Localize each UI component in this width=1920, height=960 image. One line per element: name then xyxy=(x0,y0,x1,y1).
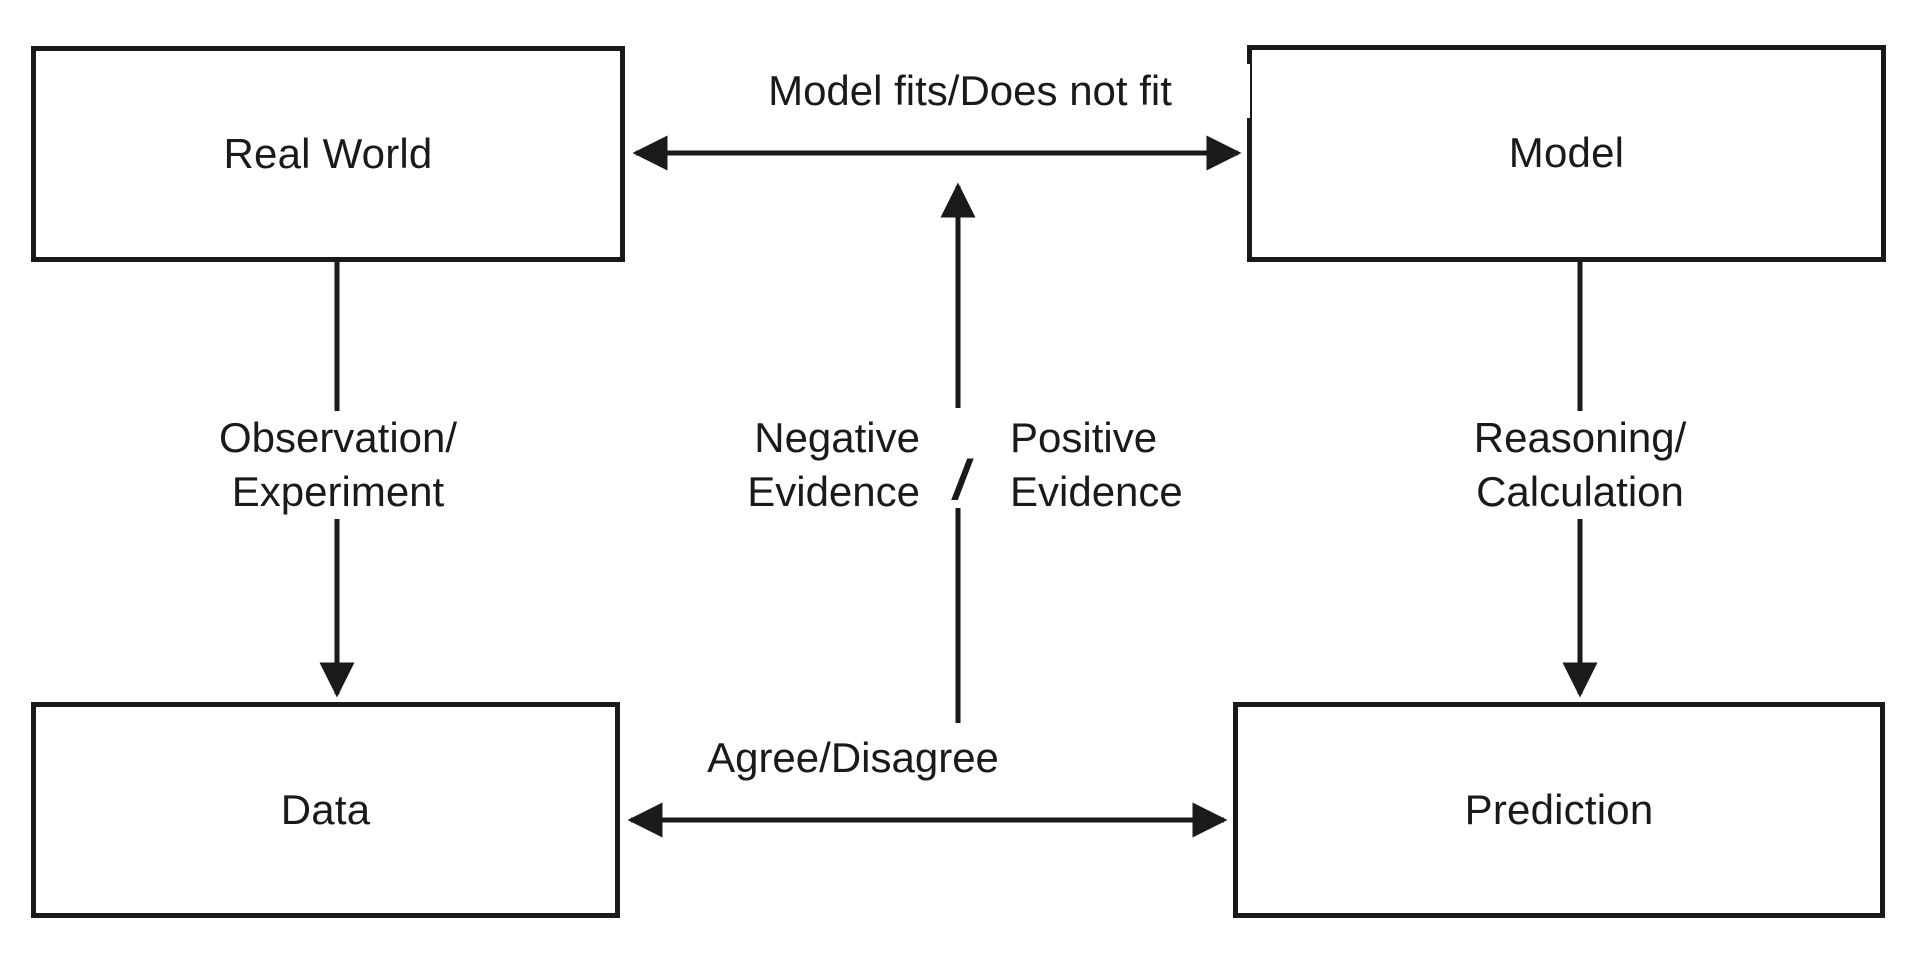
edge-label-negative-evidence: Negative Evidence xyxy=(600,411,930,519)
edge-label-agree-disagree: Agree/Disagree xyxy=(620,731,1086,785)
node-prediction[interactable]: Prediction xyxy=(1233,702,1885,918)
edge-label-reasoning-calculation: Reasoning/ Calculation xyxy=(1374,411,1786,519)
node-data-label: Data xyxy=(280,785,371,833)
edge-label-positive-evidence: Positive Evidence xyxy=(1000,411,1330,519)
node-model-label: Model xyxy=(1508,129,1625,177)
node-data[interactable]: Data xyxy=(31,702,620,918)
node-real-world-label: Real World xyxy=(223,129,433,177)
edge-label-observation-experiment: Observation/ Experiment xyxy=(140,411,536,519)
edge-label-model-fits: Model fits/Does not fit xyxy=(690,64,1250,118)
node-prediction-label: Prediction xyxy=(1464,785,1654,833)
edge-label-evidence-separator: / xyxy=(928,408,994,508)
node-real-world[interactable]: Real World xyxy=(31,46,625,262)
node-model[interactable]: Model xyxy=(1247,45,1886,262)
